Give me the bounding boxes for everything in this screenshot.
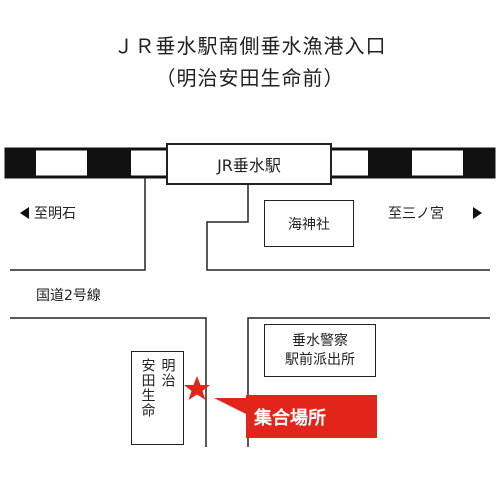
star-icon xyxy=(184,376,210,400)
meeting-point-label: 集合場所 xyxy=(254,408,326,429)
building-label-col1: 明治 xyxy=(159,358,176,388)
police-label-line1: 垂水警察 xyxy=(292,332,348,349)
station-label: JR垂水駅 xyxy=(217,156,281,175)
map-title: ＪＲ垂水駅南側垂水漁港入口 xyxy=(113,34,387,58)
meiji-yasuda-building: 明治 安田生命 xyxy=(131,351,184,445)
direction-left-label: 至明石 xyxy=(34,206,76,222)
building-label-col2: 安田生命 xyxy=(139,358,156,418)
police-box-building: 垂水警察 駅前派出所 xyxy=(264,324,376,377)
map-subtitle: （明治安田生命前） xyxy=(155,66,345,90)
shrine-building: 海神社 xyxy=(264,200,354,247)
shrine-label: 海神社 xyxy=(288,216,330,233)
triangle-right-icon xyxy=(473,207,482,219)
triangle-left-icon xyxy=(20,207,29,219)
station-box: JR垂水駅 xyxy=(166,143,332,185)
meeting-point-callout xyxy=(214,395,377,438)
police-label-line2: 駅前派出所 xyxy=(285,351,355,368)
road-label: 国道2号線 xyxy=(36,288,101,304)
direction-right-label: 至三ノ宮 xyxy=(388,206,444,222)
